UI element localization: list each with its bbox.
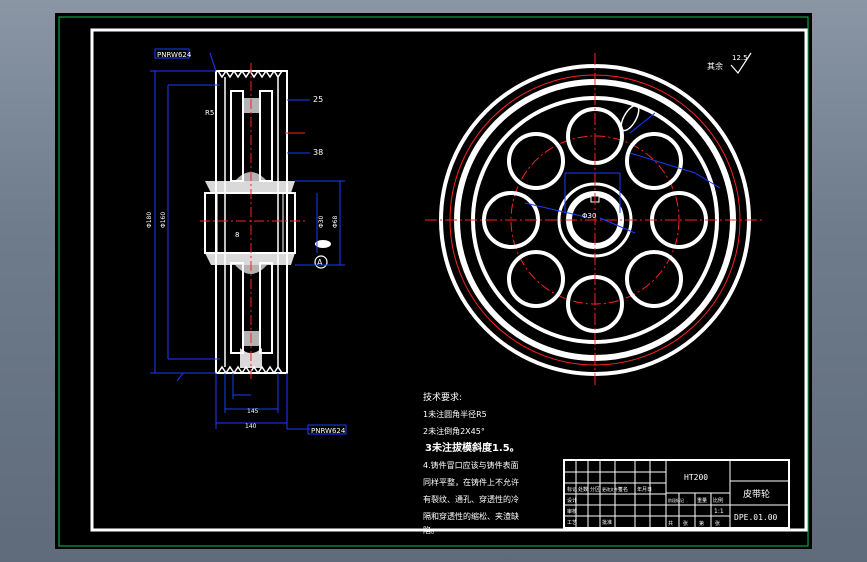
angle-1-label: 25 <box>313 95 323 104</box>
dim-height: Φ180 <box>146 212 153 228</box>
tb-cell-10: 阶段标记 <box>668 497 684 503</box>
tb-cell-3: 更改文件号 <box>602 486 622 492</box>
dim-bore: Φ30 <box>318 215 325 228</box>
dim-key: 8 <box>235 231 239 239</box>
drawing-frame <box>90 28 808 532</box>
side-dimensions <box>150 52 345 430</box>
tb-cell-6: 设计 <box>567 497 577 504</box>
tech-item-7: 隔和穿透性的缩松、夹渣缺 <box>423 511 519 521</box>
dim-hub: Φ68 <box>332 215 339 228</box>
dim-width-bottom: 140 <box>245 423 257 430</box>
side-section-view: A <box>204 69 331 375</box>
tech-item-6: 有裂纹、通孔、穿透性的冷 <box>423 494 519 504</box>
tag-top: PNRW624 <box>157 51 192 59</box>
part-name: 皮带轮 <box>743 488 770 500</box>
tb-cell-5: 年月日 <box>637 486 652 493</box>
dim-inner: Φ160 <box>160 212 167 228</box>
material-label: HT200 <box>684 473 708 482</box>
surface-finish-value: 12.5 <box>732 54 748 62</box>
drawing-canvas[interactable]: A <box>55 13 812 549</box>
tag-bottom: PNRW624 <box>311 427 346 435</box>
angle-2-label: 38 <box>313 148 323 157</box>
surface-finish-symbol: 其余 12.5 <box>707 52 752 74</box>
dim-r: R5 <box>205 109 214 117</box>
tag-top-box <box>154 48 190 59</box>
datum-label: A <box>317 258 323 267</box>
tb-cell-8: 工艺 <box>567 520 577 526</box>
dim-width-top: 145 <box>247 408 259 415</box>
tech-title: 技术要求: <box>423 391 462 403</box>
title-block: HT200 皮带轮 DPE.01.00 1:1 标记 处数 分区 更改文件号 签… <box>563 459 790 529</box>
drawing-number: DPE.01.00 <box>734 513 778 522</box>
sheet-border <box>58 16 809 547</box>
tb-cell-2: 分区 <box>590 486 600 493</box>
tb-cell-7: 审核 <box>567 508 577 515</box>
tb-cell-15: 第 <box>699 520 704 527</box>
tb-cell-4: 签名 <box>618 486 628 493</box>
tech-item-1: 1未注圆角半径R5 <box>423 409 487 419</box>
tech-item-3: 3未注拔模斜度1.5。 <box>425 441 520 454</box>
tb-cell-13: 共 <box>668 520 673 527</box>
tech-item-5: 同样平整，在铸件上不允许 <box>423 477 519 487</box>
drawing-viewport[interactable]: A <box>55 13 812 549</box>
tech-requirements: 技术要求: 1未注圆角半径R5 2未注倒角2X45° 3未注拔模斜度1.5。 4… <box>423 391 520 535</box>
tb-cell-0: 标记 <box>567 486 577 493</box>
tb-cell-16: 张 <box>715 520 720 527</box>
tb-cell-11: 重量 <box>697 497 707 504</box>
tech-item-2: 2未注倒角2X45° <box>423 426 485 436</box>
scale-label: 1:1 <box>714 508 724 515</box>
tb-cell-12: 比例 <box>713 497 723 504</box>
tag-bottom-box <box>307 424 347 435</box>
front-dimensions <box>524 112 721 234</box>
tb-cell-14: 张 <box>683 520 688 527</box>
surface-finish-label: 其余 <box>707 61 723 71</box>
tb-cell-1: 处数 <box>578 486 588 493</box>
tb-cell-9: 批准 <box>602 519 612 526</box>
tech-item-8: 陷。 <box>423 525 439 535</box>
tech-item-4: 4.铸件冒口应该与铸件表面 <box>423 460 519 470</box>
front-bore-label: Φ30 <box>582 212 596 220</box>
